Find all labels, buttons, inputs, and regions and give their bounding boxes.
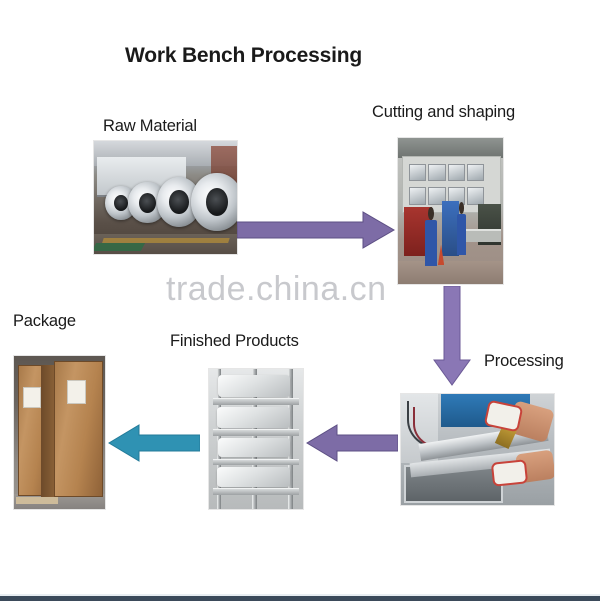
step-label-raw-material: Raw Material bbox=[103, 117, 197, 135]
rack-post bbox=[287, 369, 293, 509]
arrow-finished-products-to-package bbox=[108, 424, 200, 462]
rack-shelf bbox=[212, 429, 300, 436]
arrow-raw-material-to-cutting bbox=[237, 210, 395, 250]
shipping-label bbox=[23, 386, 41, 409]
step-label-finished-products: Finished Products bbox=[170, 332, 299, 350]
window bbox=[428, 164, 446, 181]
bottom-rule bbox=[0, 596, 600, 601]
wrapped-bench bbox=[218, 374, 290, 397]
arrow-cutting-to-processing bbox=[432, 286, 472, 386]
step-label-cutting-and-shaping: Cutting and shaping bbox=[372, 103, 515, 121]
work-bench bbox=[463, 228, 501, 243]
pallet bbox=[15, 496, 58, 505]
photo-finished-products bbox=[208, 368, 304, 510]
factory-worker bbox=[425, 206, 437, 267]
watermark: trade.china.cn bbox=[166, 270, 387, 308]
photo-package bbox=[13, 355, 106, 510]
photo-raw-material bbox=[93, 140, 238, 255]
safety-cone bbox=[437, 244, 445, 266]
rack-shelf bbox=[212, 488, 300, 495]
workshop-floor bbox=[398, 260, 503, 284]
rack-shelf bbox=[212, 398, 300, 405]
factory-worker bbox=[456, 202, 467, 255]
photo-processing bbox=[400, 393, 555, 506]
shipping-label bbox=[66, 380, 87, 404]
crate-side-panel bbox=[41, 365, 55, 497]
wrapped-bench bbox=[218, 437, 290, 458]
wrapped-bench bbox=[216, 467, 290, 487]
wooden-crate bbox=[54, 360, 104, 498]
window bbox=[408, 187, 427, 205]
page-title: Work Bench Processing bbox=[125, 44, 362, 67]
floor-marking bbox=[94, 242, 145, 251]
step-label-processing: Processing bbox=[484, 352, 564, 370]
window bbox=[408, 164, 427, 181]
steel-coil bbox=[191, 172, 237, 232]
window bbox=[447, 164, 466, 181]
window bbox=[466, 164, 485, 181]
rack-shelf bbox=[212, 458, 300, 466]
photo-cutting-and-shaping bbox=[397, 137, 504, 285]
bottom-rule-light bbox=[0, 594, 600, 596]
wrapped-bench bbox=[216, 406, 290, 428]
workshop-roof bbox=[398, 138, 503, 159]
work-glove bbox=[490, 458, 528, 487]
window bbox=[428, 187, 446, 205]
arrow-processing-to-finished-products bbox=[306, 424, 398, 462]
step-label-package: Package bbox=[13, 312, 76, 330]
press-machine-blue bbox=[442, 200, 459, 257]
window bbox=[466, 187, 485, 205]
